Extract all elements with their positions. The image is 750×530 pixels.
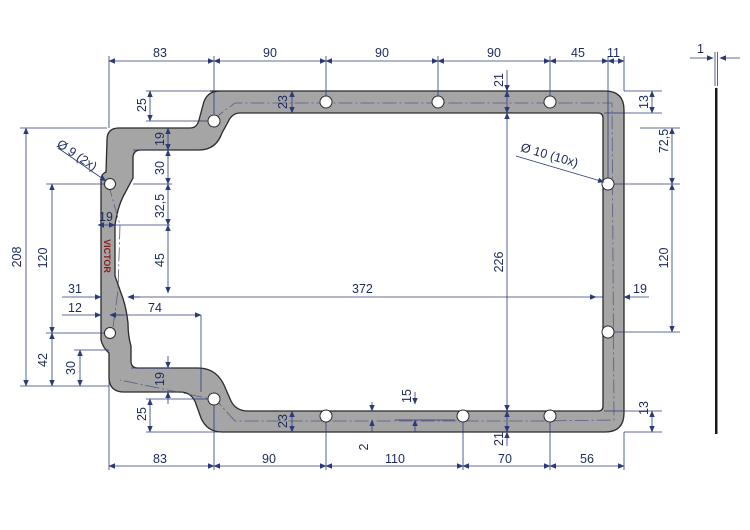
dim-left-42: 42 xyxy=(36,353,50,367)
dim-left-19-notch: 19 xyxy=(99,210,113,224)
dim-45: 45 xyxy=(153,253,167,267)
hole-top-left xyxy=(207,114,221,128)
gasket-outline xyxy=(100,90,625,433)
hole-right-top xyxy=(601,177,615,191)
dim-left-30: 30 xyxy=(64,361,78,375)
gasket-centerlines xyxy=(107,102,615,422)
dim-226: 226 xyxy=(492,252,506,273)
dim-19-lower: 19 xyxy=(153,372,167,386)
dim-top-90-a: 90 xyxy=(263,46,277,60)
dim-bottom-110: 110 xyxy=(385,452,405,466)
dim-bottom-70: 70 xyxy=(498,452,512,466)
gasket-body xyxy=(100,90,625,433)
dim-21-bottom: 21 xyxy=(492,432,506,446)
dim-23-top: 23 xyxy=(276,95,290,109)
dim-left-12: 12 xyxy=(68,301,82,315)
dim-13-top: 13 xyxy=(637,95,651,109)
hole-bottom-2 xyxy=(319,409,333,423)
dim-top-11: 11 xyxy=(607,46,620,60)
thickness-view: 1 xyxy=(690,42,740,434)
thickness-label: 1 xyxy=(697,42,704,56)
dim-23-bottom: 23 xyxy=(276,414,290,428)
dim-19-right: 19 xyxy=(633,282,647,296)
dim-21-top: 21 xyxy=(492,73,506,87)
dim-bottom-83: 83 xyxy=(153,452,167,466)
dim-2: 2 xyxy=(357,443,371,450)
dim-left-74: 74 xyxy=(148,301,162,315)
dim-bottom-56: 56 xyxy=(580,452,594,466)
dim-13-bottom: 13 xyxy=(637,401,651,415)
dim-left-120: 120 xyxy=(36,248,50,269)
bolt-holes xyxy=(104,95,615,423)
dim-top-83: 83 xyxy=(153,46,167,60)
hole-left-top xyxy=(104,178,116,190)
dim-15: 15 xyxy=(400,389,414,403)
dim-72-5: 72,5 xyxy=(657,129,671,153)
logo: VICTOR xyxy=(102,239,112,273)
dim-top-90-b: 90 xyxy=(375,46,389,60)
dim-25-bottom: 25 xyxy=(135,407,149,421)
dim-32-5: 32,5 xyxy=(153,194,167,218)
hole-bottom-4 xyxy=(543,409,557,423)
hole-top-4 xyxy=(543,95,557,109)
dim-top-90-c: 90 xyxy=(487,46,501,60)
hole-left-bottom xyxy=(104,327,116,339)
hole-bottom-3 xyxy=(456,409,470,423)
callout-holes-9: Ø 9 (2x) xyxy=(54,137,99,174)
hole-top-2 xyxy=(319,95,333,109)
dim-top-45: 45 xyxy=(571,46,585,60)
dim-left-31: 31 xyxy=(68,282,82,296)
hole-top-3 xyxy=(431,95,445,109)
dim-left-208: 208 xyxy=(10,247,24,268)
dim-30: 30 xyxy=(153,161,167,175)
gasket-side-profile xyxy=(715,88,718,434)
dim-372: 372 xyxy=(352,282,373,296)
dimension-lines xyxy=(20,56,680,470)
dim-bottom-90: 90 xyxy=(262,452,276,466)
hole-right-bottom xyxy=(601,325,615,339)
hole-bottom-left xyxy=(207,392,221,406)
logo-text: VICTOR xyxy=(102,239,112,273)
dim-19-upper: 19 xyxy=(153,132,167,146)
dim-25-top: 25 xyxy=(135,98,149,112)
dim-120-right: 120 xyxy=(657,248,671,269)
